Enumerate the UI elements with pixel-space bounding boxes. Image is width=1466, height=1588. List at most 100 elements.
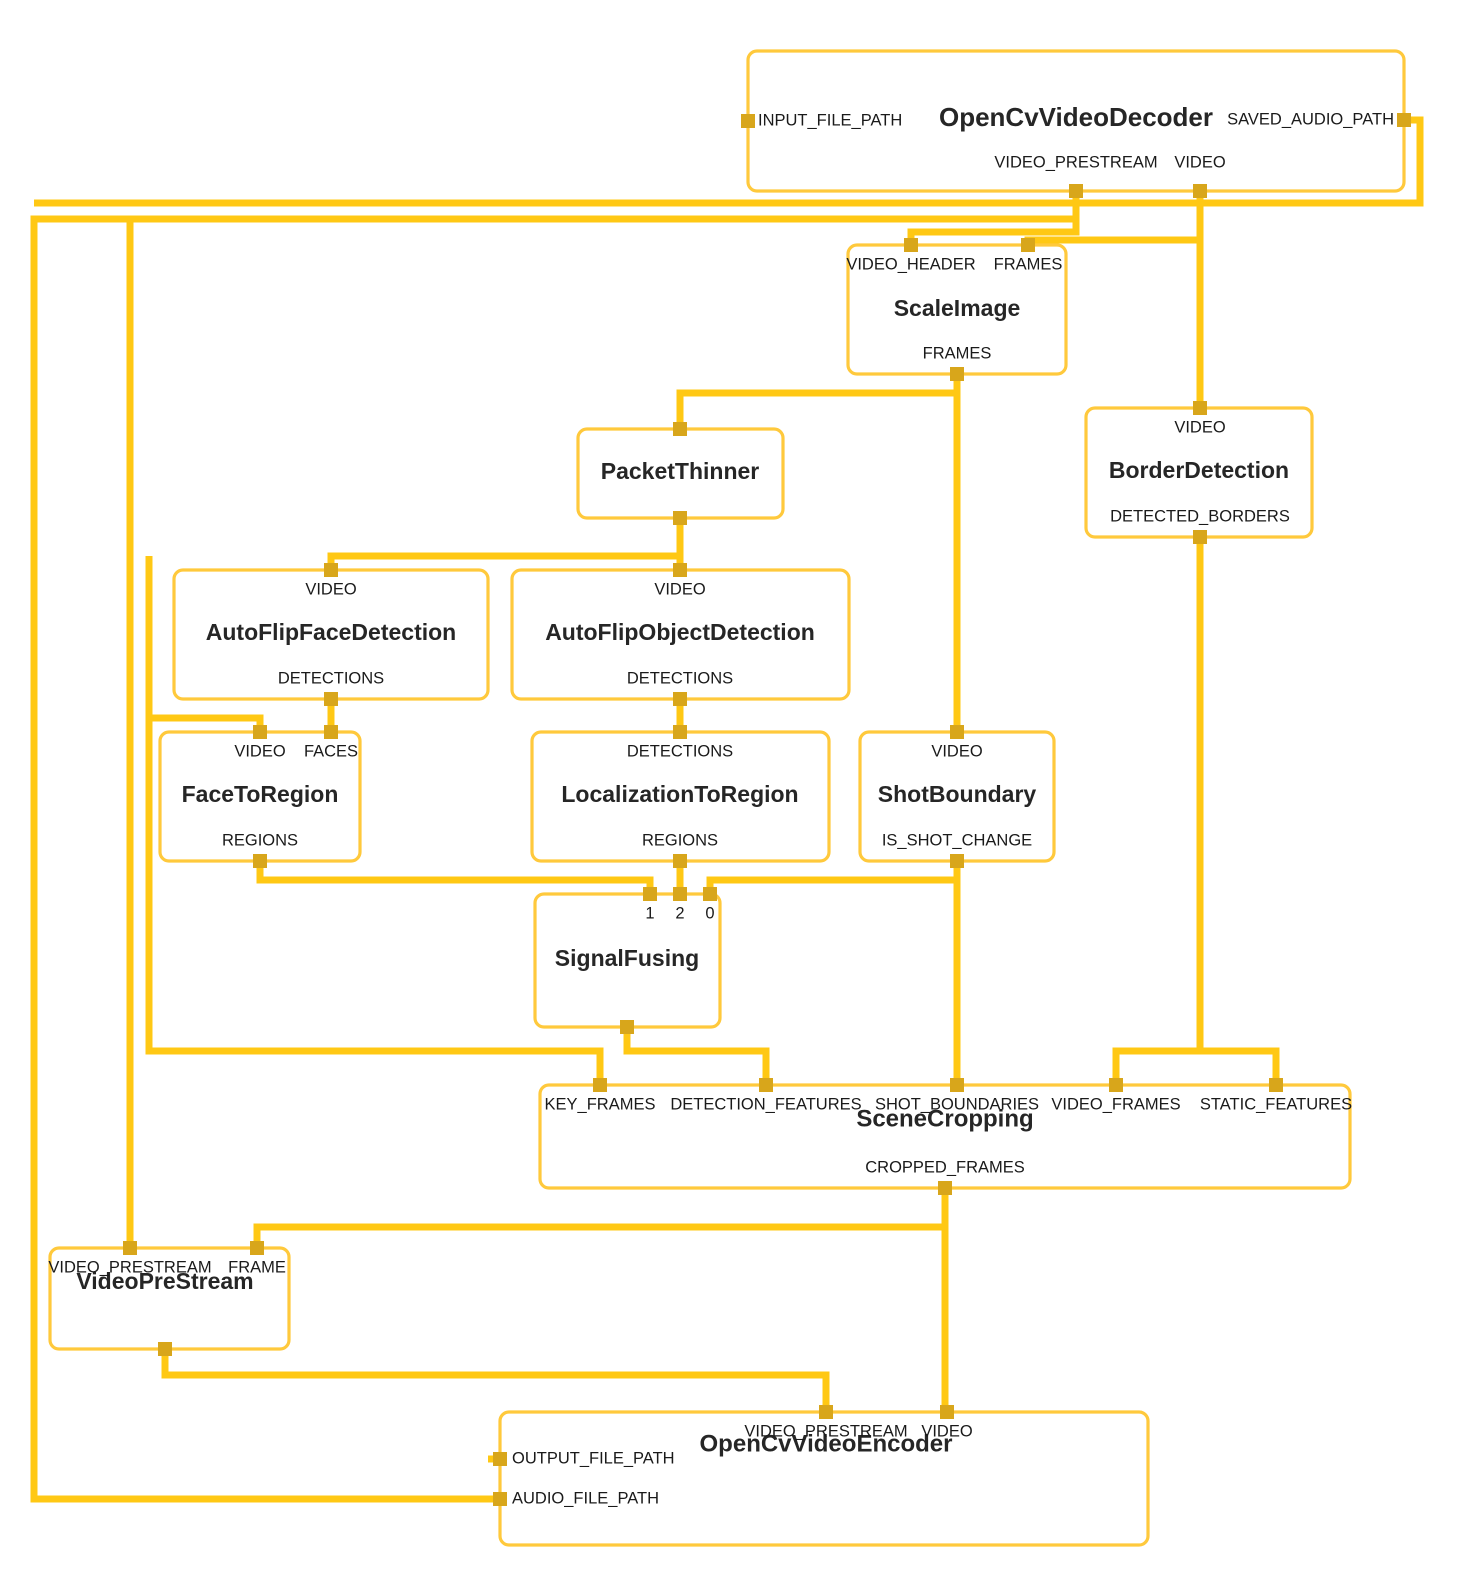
edge-facetoregion-to-fusing-1 xyxy=(256,861,654,894)
port-label-audio-file-path-opencv_video_encoder: AUDIO_FILE_PATH xyxy=(512,1489,659,1507)
node-title-signal_fusing: SignalFusing xyxy=(555,945,699,971)
port-label-video-autoflip_face_detection: VIDEO xyxy=(305,580,357,598)
port-output-detections-autoflip_object_detection[interactable] xyxy=(673,692,687,706)
node-title-scene_cropping: SceneCropping xyxy=(856,1105,1033,1132)
node-packet_thinner[interactable]: PacketThinner xyxy=(576,422,785,525)
node-title-localization_to_region: LocalizationToRegion xyxy=(561,781,798,807)
port-label-detections-localization_to_region: DETECTIONS xyxy=(627,742,733,760)
node-title-opencv_video_encoder: OpenCvVideoEncoder xyxy=(700,1430,953,1457)
edge-fusing-to-detection-features xyxy=(623,1027,770,1085)
port-output-regions-face_to_region[interactable] xyxy=(253,854,267,868)
port-output-signal-fusing-signal_fusing[interactable] xyxy=(620,1020,634,1034)
port-label-video-border_detection: VIDEO xyxy=(1174,418,1226,436)
port-input-detections-localization_to_region[interactable] xyxy=(673,725,687,739)
port-label-2-signal_fusing: 2 xyxy=(675,904,684,922)
port-input-video-prestream-video_pre_stream[interactable] xyxy=(123,1241,137,1255)
node-face_to_region[interactable]: FaceToRegion VIDEO FACES REGIONS xyxy=(158,725,362,868)
edge-videoprestream-to-encoder-prestream xyxy=(161,1349,830,1412)
node-title-border_detection: BorderDetection xyxy=(1109,457,1289,483)
port-label-video-prestream-opencv_video_encoder: VIDEO_PRESTREAM xyxy=(744,1422,907,1440)
port-input-static-features-scene_cropping[interactable] xyxy=(1269,1078,1283,1092)
node-autoflip_object_detection[interactable]: AutoFlipObjectDetection VIDEO DETECTIONS xyxy=(510,563,851,706)
node-title-scale_image: ScaleImage xyxy=(894,295,1021,321)
edge-border-detected-to-static xyxy=(1112,537,1204,1085)
port-input-frame-video_pre_stream[interactable] xyxy=(250,1241,264,1255)
port-label-detections-autoflip_object_detection: DETECTIONS xyxy=(627,669,733,687)
port-input-packet-thinner-packet_thinner[interactable] xyxy=(673,422,687,436)
port-input-video-header-scale_image[interactable] xyxy=(904,238,918,252)
port-output-cropped-frames-scene_cropping[interactable] xyxy=(938,1181,952,1195)
port-label-detections-autoflip_face_detection: DETECTIONS xyxy=(278,669,384,687)
port-input-key-frames-scene_cropping[interactable] xyxy=(593,1078,607,1092)
port-input-video-autoflip_face_detection[interactable] xyxy=(324,563,338,577)
port-label-video-prestream-video_pre_stream: VIDEO_PRESTREAM xyxy=(48,1258,211,1276)
port-label-shot-boundaries-scene_cropping: SHOT_BOUNDARIES xyxy=(875,1095,1039,1113)
port-output-detected-borders-border_detection[interactable] xyxy=(1193,530,1207,544)
port-output-regions-localization_to_region[interactable] xyxy=(673,854,687,868)
node-title-video_pre_stream: VideoPreStream xyxy=(76,1268,253,1294)
port-output-packet-thinner-packet_thinner[interactable] xyxy=(673,511,687,525)
port-label-faces-face_to_region: FACES xyxy=(304,742,358,760)
edge-decoder-saved-audio xyxy=(34,116,1424,207)
port-input-0-signal_fusing[interactable] xyxy=(703,887,717,901)
port-input-saved-audio-path-opencv_video_decoder[interactable] xyxy=(1397,113,1411,127)
port-input-faces-face_to_region[interactable] xyxy=(324,725,338,739)
port-label-frame-video_pre_stream: FRAME xyxy=(228,1258,286,1276)
port-label-key-frames-scene_cropping: KEY_FRAMES xyxy=(545,1095,656,1113)
port-output-video-prestream-opencv_video_decoder[interactable] xyxy=(1069,184,1083,198)
port-input-output-file-path-opencv_video_encoder[interactable] xyxy=(493,1452,507,1466)
port-input-input-file-path-opencv_video_decoder[interactable] xyxy=(741,114,755,128)
port-output-frames-scale_image[interactable] xyxy=(950,367,964,381)
edge-cropped-frames-to-prestream-frame xyxy=(253,1188,949,1248)
port-input-1-signal_fusing[interactable] xyxy=(643,887,657,901)
edge-facetoregion-keyframes-bus xyxy=(145,718,604,1085)
port-input-video-shot_boundary[interactable] xyxy=(950,725,964,739)
node-title-opencv_video_decoder: OpenCvVideoDecoder xyxy=(939,102,1213,132)
port-label-video-autoflip_object_detection: VIDEO xyxy=(654,580,706,598)
port-label-video-prestream-opencv_video_decoder: VIDEO_PRESTREAM xyxy=(994,153,1157,171)
port-input-shot-boundaries-scene_cropping[interactable] xyxy=(950,1078,964,1092)
edge-scaleimage-frames-to-packetthinner xyxy=(676,374,961,429)
port-input-audio-file-path-opencv_video_encoder[interactable] xyxy=(493,1492,507,1506)
node-title-autoflip_object_detection: AutoFlipObjectDetection xyxy=(545,619,815,645)
port-label-0-signal_fusing: 0 xyxy=(705,904,714,922)
port-output-video-opencv_video_decoder[interactable] xyxy=(1193,184,1207,198)
port-input-video-border_detection[interactable] xyxy=(1193,401,1207,415)
node-title-face_to_region: FaceToRegion xyxy=(182,781,339,807)
port-input-video-opencv_video_encoder[interactable] xyxy=(940,1405,954,1419)
port-output-video-pre-stream-video_pre_stream[interactable] xyxy=(158,1342,172,1356)
node-scene_cropping[interactable]: SceneCropping KEY_FRAMES DETECTION_FEATURE… xyxy=(538,1078,1352,1195)
port-label-regions-face_to_region: REGIONS xyxy=(222,831,298,849)
port-input-frames-scale_image[interactable] xyxy=(1021,238,1035,252)
port-label-video-shot_boundary: VIDEO xyxy=(931,742,983,760)
port-input-2-signal_fusing[interactable] xyxy=(673,887,687,901)
port-label-is-shot-change-shot_boundary: IS_SHOT_CHANGE xyxy=(882,831,1032,849)
port-input-video-face_to_region[interactable] xyxy=(253,725,267,739)
node-title-packet_thinner: PacketThinner xyxy=(601,458,760,484)
port-input-detection-features-scene_cropping[interactable] xyxy=(759,1078,773,1092)
port-input-video-frames-scene_cropping[interactable] xyxy=(1109,1078,1123,1092)
port-label-video-frames-scene_cropping: VIDEO_FRAMES xyxy=(1051,1095,1180,1113)
port-input-video-autoflip_object_detection[interactable] xyxy=(673,563,687,577)
port-output-is-shot-change-shot_boundary[interactable] xyxy=(950,854,964,868)
port-label-static-features-scene_cropping: STATIC_FEATURES xyxy=(1200,1095,1352,1113)
edge-decoder-video-to-videoframes xyxy=(1196,191,1280,1085)
port-output-detections-autoflip_face_detection[interactable] xyxy=(324,692,338,706)
port-input-video-prestream-opencv_video_encoder[interactable] xyxy=(819,1405,833,1419)
port-label-cropped-frames-scene_cropping: CROPPED_FRAMES xyxy=(865,1158,1025,1176)
port-label-video-face_to_region: VIDEO xyxy=(234,742,286,760)
port-label-saved-audio-path-opencv_video_decoder: SAVED_AUDIO_PATH xyxy=(1227,110,1394,128)
edge-shotboundary-to-fusing-0 xyxy=(706,861,961,894)
port-label-detection-features-scene_cropping: DETECTION_FEATURES xyxy=(670,1095,861,1113)
